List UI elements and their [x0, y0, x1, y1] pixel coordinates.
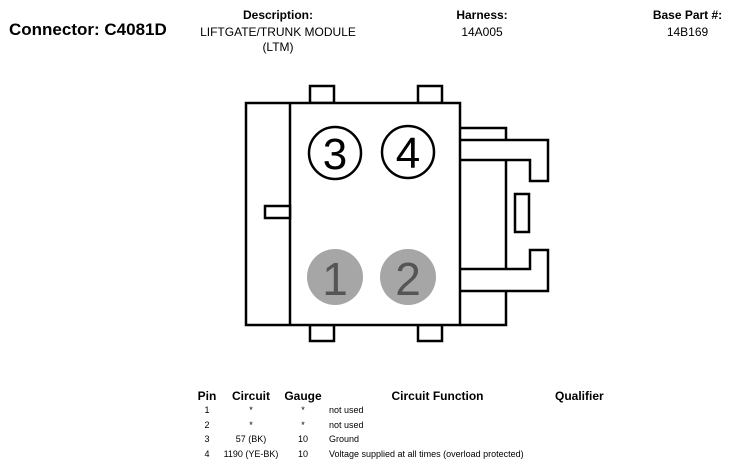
row-qualifier: [549, 432, 615, 447]
row-function: Ground: [329, 434, 360, 445]
pin-4-cavity: 4: [380, 124, 436, 180]
row-circuit: *: [249, 419, 253, 430]
base-part-label: Base Part #:: [652, 8, 723, 22]
right-lock-lower-arm: [460, 248, 550, 293]
pin-3-label: 3: [323, 130, 347, 179]
pin-cavities: 3 4 1 2: [307, 124, 436, 305]
connector-face-diagram: 3 4 1 2: [244, 84, 550, 343]
harness-block: Harness: 14A005: [432, 8, 532, 40]
description-block: Description: LIFTGATE/TRUNK MODULE (LTM): [190, 8, 366, 55]
description-label: Description:: [242, 8, 313, 22]
description-line-2: (LTM): [262, 40, 294, 54]
row-circuit: 57 (BK): [235, 434, 267, 445]
table-row: 3 57 (BK) 10 Ground: [192, 432, 615, 447]
qualifier-column-header: Qualifier: [555, 388, 604, 403]
gauge-column-header: Gauge: [284, 388, 322, 403]
function-column-header: Circuit Function: [391, 388, 484, 403]
pin-table-header-row: Pin Circuit Gauge Circuit Function Quali…: [192, 388, 615, 403]
pin-1-cavity: 1: [307, 249, 363, 305]
top-latch-tab-right: [416, 84, 444, 105]
pin-2-cavity: 2: [380, 249, 436, 305]
bottom-latch-tab-left: [308, 323, 336, 343]
pin-2-label: 2: [395, 253, 421, 305]
row-gauge: *: [301, 419, 305, 430]
left-key-tab: [263, 204, 292, 220]
pin-4-label: 4: [396, 129, 420, 178]
top-latch-tab-left: [308, 84, 336, 105]
description-line-1: LIFTGATE/TRUNK MODULE: [200, 25, 356, 39]
connector-title: Connector: C4081D: [9, 20, 167, 39]
pin-3-cavity: 3: [307, 125, 363, 181]
row-qualifier: [549, 403, 615, 418]
row-pin: 1: [204, 405, 210, 416]
pin-2-fill: [380, 249, 436, 305]
row-gauge: *: [301, 405, 305, 416]
row-pin: 2: [204, 419, 210, 430]
table-row: 1 * * not used: [192, 403, 615, 418]
row-pin: 3: [204, 434, 210, 445]
row-gauge: 10: [297, 448, 308, 459]
row-qualifier: [549, 447, 615, 462]
harness-value: 14A005: [461, 25, 503, 39]
row-qualifier: [549, 418, 615, 433]
base-part-block: Base Part #: 14B169: [640, 8, 734, 40]
pin-1-fill: [307, 249, 363, 305]
row-circuit: *: [249, 405, 253, 416]
row-circuit: 1190 (YE-BK): [223, 448, 279, 459]
row-function: Voltage supplied at all times (overload …: [329, 448, 524, 459]
right-lock-button: [513, 192, 531, 234]
row-function: not used: [329, 419, 364, 430]
table-row: 4 1190 (YE-BK) 10 Voltage supplied at al…: [192, 447, 615, 462]
row-gauge: 10: [297, 434, 308, 445]
table-row: 2 * * not used: [192, 418, 615, 433]
pin-table: Pin Circuit Gauge Circuit Function Quali…: [192, 388, 615, 461]
row-function: not used: [329, 405, 364, 416]
pin-1-label: 1: [322, 253, 348, 305]
circuit-column-header: Circuit: [231, 388, 270, 403]
bottom-latch-tab-right: [416, 323, 444, 343]
base-part-value: 14B169: [666, 25, 709, 39]
harness-label: Harness:: [456, 8, 508, 22]
row-pin: 4: [204, 448, 210, 459]
pin-column-header: Pin: [197, 388, 217, 403]
right-lock-upper-arm: [460, 138, 550, 183]
